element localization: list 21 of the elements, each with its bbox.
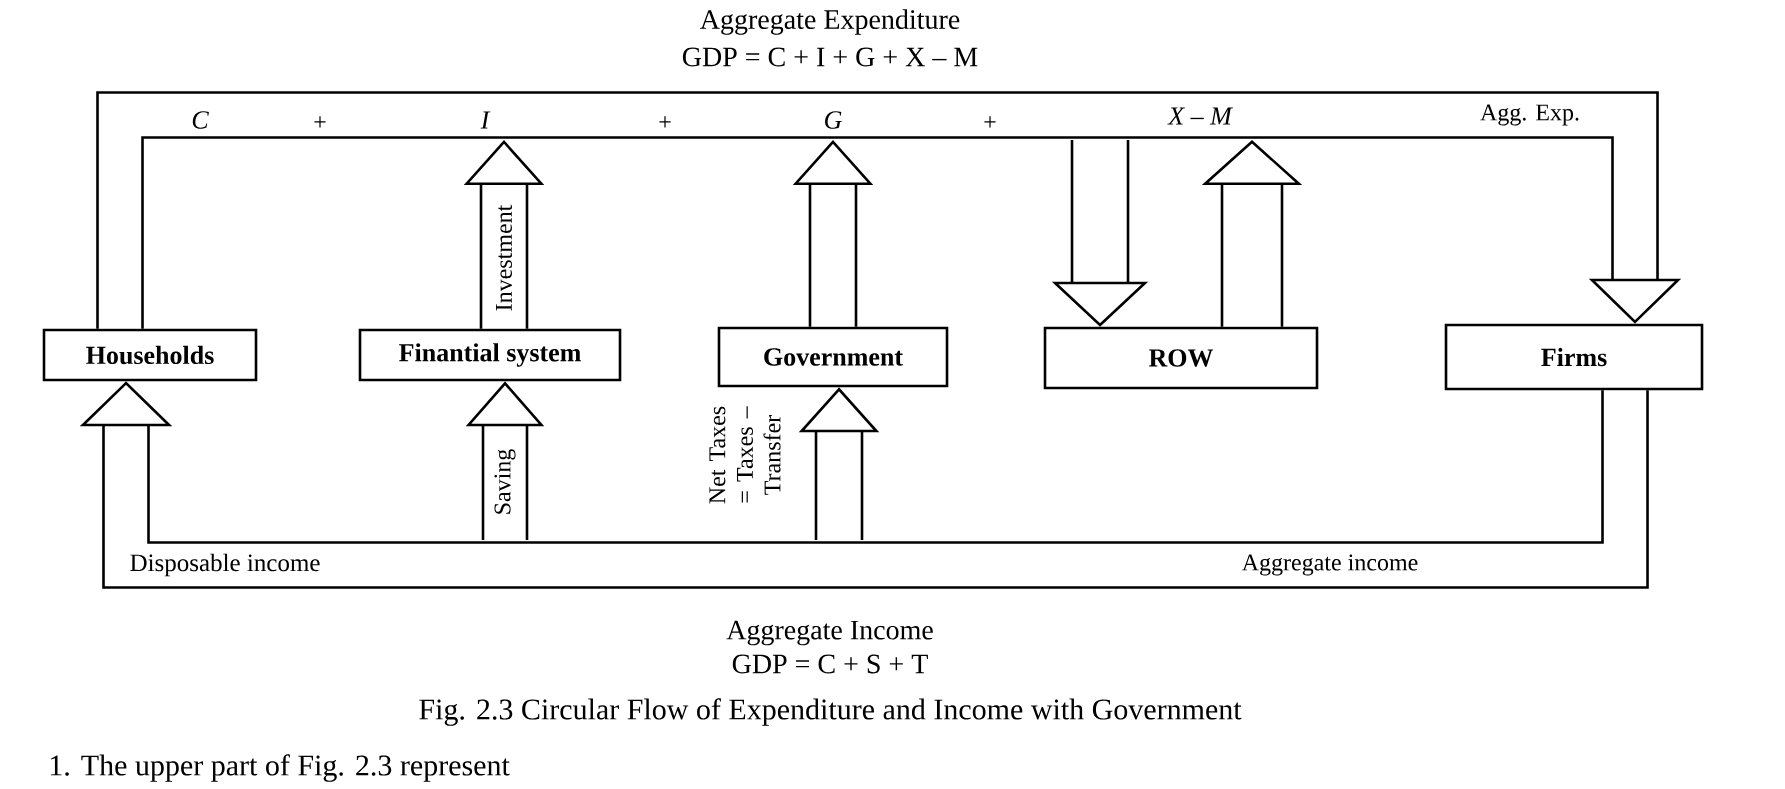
equation-text: GDP = C + I + G + X – M — [682, 47, 978, 67]
caption: Fig. 2.3 Circular Flow of Expenditure and Income with Government — [419, 698, 1242, 726]
plus-sign: + — [314, 116, 326, 128]
edge-label: Aggregate income — [1241, 554, 1418, 576]
flow-symbol: G — [825, 111, 842, 129]
heading: Aggregate Expenditure — [700, 9, 960, 35]
edge-label: Agg. Exp. — [1480, 104, 1579, 126]
equation-text: GDP = C + S + T — [732, 654, 928, 674]
heading: Aggregate Income — [726, 620, 933, 646]
flow-symbol: I — [480, 111, 491, 129]
flow-band-arrow — [96, 91, 1682, 329]
edge-label: Net Taxes = Taxes – Transfer — [709, 406, 781, 504]
plus-sign: + — [984, 116, 996, 128]
edge-label: Investment — [496, 204, 512, 311]
edge-label: Saving — [494, 449, 516, 514]
band-label: Disposable income — [130, 553, 320, 577]
flow-symbol: X – M — [1167, 107, 1233, 125]
body-text: 1. The upper part of Fig. 2.3 represent — [50, 754, 510, 782]
plus-sign: + — [659, 116, 671, 128]
flow-band-arrow — [79, 381, 1649, 589]
flow-symbol: C — [192, 111, 209, 129]
